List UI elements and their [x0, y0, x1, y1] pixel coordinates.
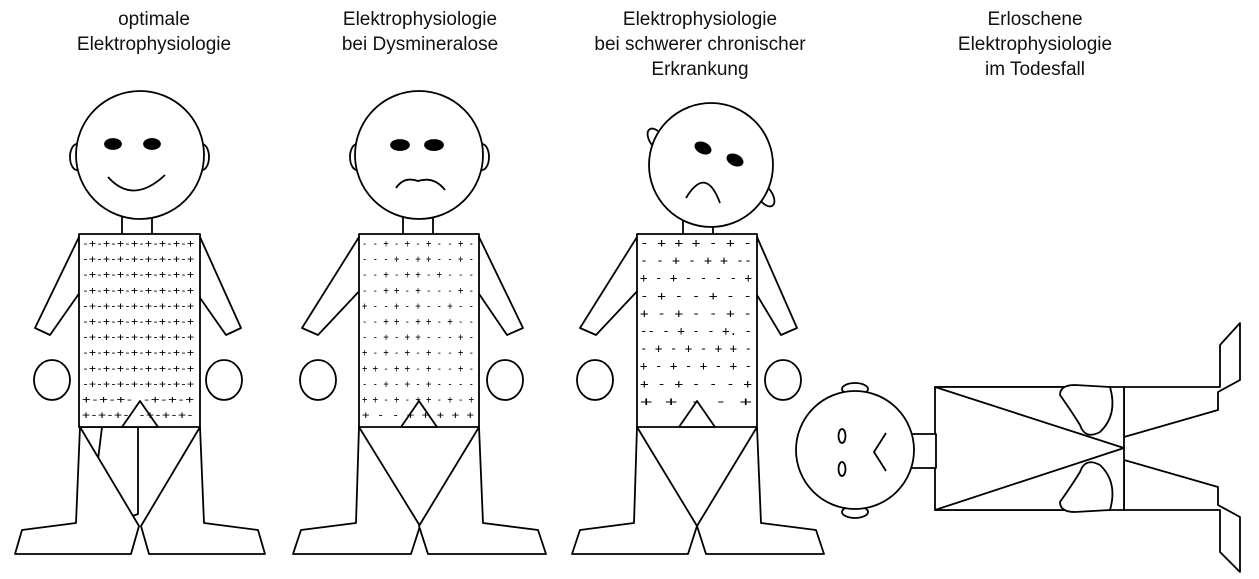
charge-row: - - + - + + - + - - - [362, 268, 474, 281]
charge-row: - - - + - + + - - + - [362, 253, 474, 266]
charge-row: + - + - + - + - - + - [362, 346, 474, 359]
charge-row: +-+-+- -+-+-+- [82, 409, 194, 422]
lower-leg [1124, 460, 1240, 572]
head [649, 103, 773, 227]
legs-right [419, 427, 546, 554]
charge-row: + - - + + + + + [362, 409, 474, 422]
charge-row: - - + - + - + - - + - [362, 237, 474, 250]
right-eye [144, 139, 160, 149]
charge-row: - - + - + + - - - + - [362, 331, 474, 344]
legs [572, 427, 697, 554]
charge-row: - - + - + - + - - - - [362, 377, 474, 390]
left-hand [300, 360, 336, 400]
charge-row: - + + + - + - [640, 236, 752, 250]
charge-row: + - - + - + - - + - - [362, 299, 474, 312]
charge-row: +-+-+- -+-+-+ [82, 393, 194, 406]
charge-row: - - + + - + - - - + - [362, 284, 474, 297]
left-arm [35, 237, 85, 335]
charge-row: -+-+-+-+-+-+-+-+ [82, 362, 194, 375]
charge-row: -- - + - - +. - [640, 324, 752, 338]
left-eye [105, 139, 121, 149]
head [76, 91, 204, 219]
left-arm [302, 237, 365, 335]
legs [293, 427, 420, 554]
charge-row: - + - + - + + - [640, 342, 752, 356]
upper-leg [1124, 323, 1240, 437]
right-hand [206, 360, 242, 400]
charge-row: -+-+-+-+-+-+-+-+ [82, 253, 194, 266]
right-hand [765, 360, 801, 400]
charge-row: -+-+-+-+-+-+-+-+ [82, 346, 194, 359]
head [796, 391, 914, 509]
charge-row: -+-+-+-+-+-+-+-+ [82, 331, 194, 344]
left-arm [580, 237, 643, 335]
left-hand [34, 360, 70, 400]
charge-row: -+-+-+-+-+-+-+-+ [82, 268, 194, 281]
right-eye [425, 140, 443, 150]
charge-row: -+-+-+-+-+-+-+-+ [82, 315, 194, 328]
charge-row: - + - - + - - [640, 289, 752, 303]
charge-row: -+-+-+-+-+-+-+-+ [82, 237, 194, 250]
left-eye [391, 140, 409, 150]
charge-row: + + - + + - + - - + - [362, 362, 474, 375]
charge-row: - - + - + + -- [640, 254, 752, 268]
right-arm [473, 237, 523, 335]
figure-death [796, 323, 1240, 572]
charge-row: + - + - - - - + [640, 271, 752, 285]
left-hand [577, 360, 613, 400]
charge-row: -+-+-+-+-+-+-+-+ [82, 299, 194, 312]
right-arm [751, 237, 797, 335]
legs-right [141, 427, 265, 554]
charge-row: + - + - - - + [640, 377, 752, 391]
head [355, 91, 483, 219]
charge-row: + - + - + - + - [640, 359, 752, 373]
charge-row: + + - - + [640, 394, 752, 408]
right-hand [487, 360, 523, 400]
charge-row: - - + + - + + - + - - [362, 315, 474, 328]
charge-row: + + - + - + + - + - + [362, 393, 474, 406]
charge-row: + - + - - + - [640, 306, 752, 320]
charge-row: -+-+-+-+-+-+-+-+ [82, 377, 194, 390]
charge-row: -+-+-+-+-+-+-+-+ [82, 284, 194, 297]
